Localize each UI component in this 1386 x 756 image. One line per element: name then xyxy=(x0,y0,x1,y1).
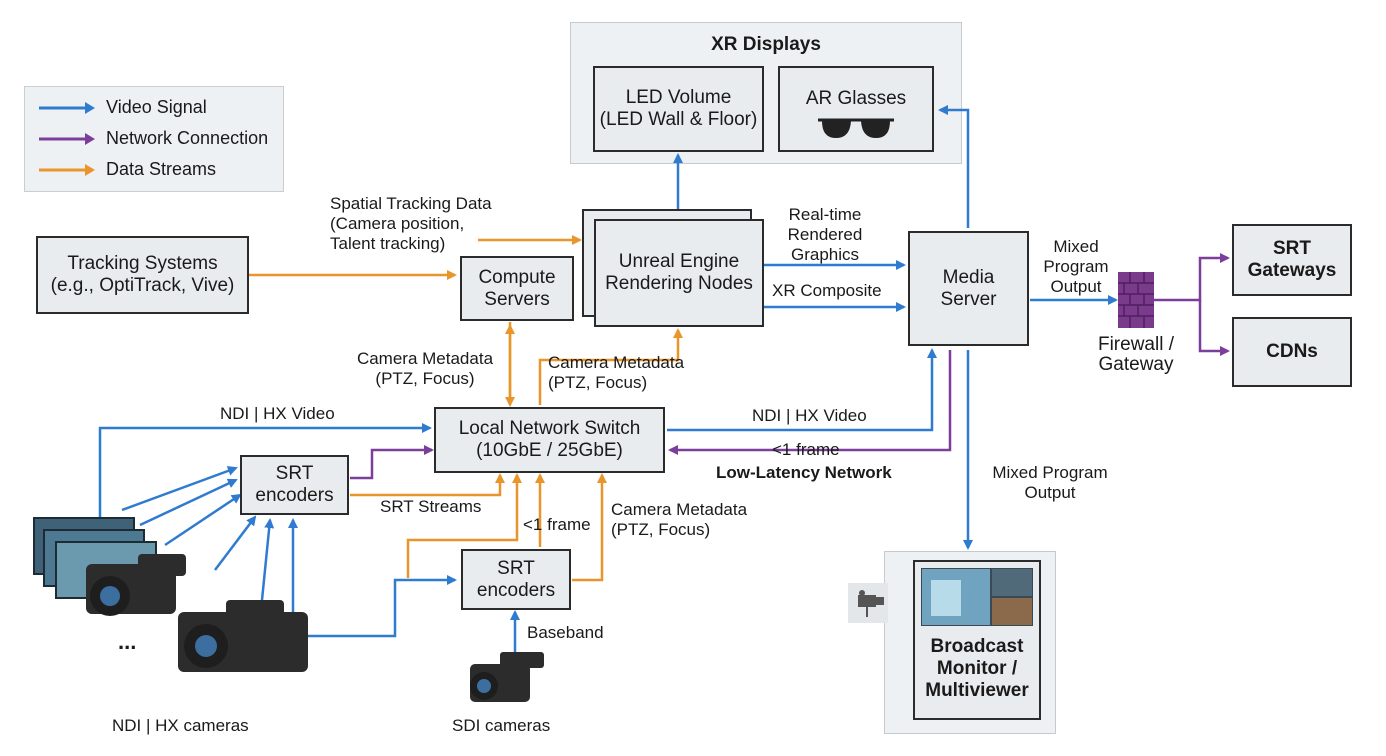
camera-metadata-right-1: Camera Metadata xyxy=(611,500,748,519)
realtime-graphics-label-3: Graphics xyxy=(790,245,860,264)
data-arrow-icon xyxy=(39,164,95,177)
media-server-line2: Server xyxy=(940,288,997,310)
srt-encoders-bottom-line1: SRT xyxy=(497,557,535,579)
srt-gateways-line2: Gateways xyxy=(1247,260,1337,281)
ndi-cameras-label: NDI | HX cameras xyxy=(112,716,249,735)
tracking-systems-line2: (e.g., OptiTrack, Vive) xyxy=(50,275,235,296)
broadcast-monitor-box[interactable]: Broadcast Monitor / Multiviewer xyxy=(913,560,1041,720)
video-arrow-icon xyxy=(39,102,95,115)
sdi-camera-icon xyxy=(470,652,544,702)
legend-network-label: Network Connection xyxy=(106,128,269,148)
compute-servers-line2: Servers xyxy=(484,288,550,310)
media-server-line1: Media xyxy=(942,266,995,288)
baseband-label: Baseband xyxy=(527,623,604,642)
srt-streams-label: SRT Streams xyxy=(380,497,482,516)
legend: Video Signal Network Connection Data Str… xyxy=(24,86,284,192)
camera-metadata-right-2: (PTZ, Focus) xyxy=(611,520,711,539)
mixed-output-bottom-1: Mixed Program xyxy=(992,463,1108,482)
firewall-icon xyxy=(1118,272,1154,328)
camera-metadata-mid-2: (PTZ, Focus) xyxy=(548,373,648,392)
cdns-label: CDNs xyxy=(1266,341,1318,362)
compute-servers-box[interactable]: Compute Servers xyxy=(460,256,574,321)
local-network-switch-box[interactable]: Local Network Switch (10GbE / 25GbE) xyxy=(434,407,665,473)
xr-displays-title: XR Displays xyxy=(711,34,821,55)
srt-gateways-box[interactable]: SRT Gateways xyxy=(1232,224,1352,296)
broadcast-line1: Broadcast xyxy=(930,636,1024,657)
ar-glasses-icon xyxy=(818,118,894,138)
xr-composite-label: XR Composite xyxy=(772,281,882,300)
ndi-cameras-icon xyxy=(33,517,308,672)
srt-encoders-top-box[interactable]: SRT encoders xyxy=(240,455,349,515)
legend-video-label: Video Signal xyxy=(106,97,207,117)
led-volume-line2: (LED Wall & Floor) xyxy=(599,109,758,130)
srt-encoders-top-line2: encoders xyxy=(255,485,334,506)
camera-small-icon xyxy=(848,583,888,623)
switch-line2: (10GbE / 25GbE) xyxy=(476,440,623,461)
firewall-label-line1: Firewall / xyxy=(1097,334,1174,355)
realtime-graphics-label-1: Real-time xyxy=(788,205,862,224)
sdi-cameras-label: SDI cameras xyxy=(452,716,551,735)
srt-gateways-line1: SRT xyxy=(1273,238,1311,259)
mixed-output-top-3: Output xyxy=(1050,277,1102,296)
spatial-tracking-label-1: Spatial Tracking Data xyxy=(330,194,492,213)
one-frame-label: <1 frame xyxy=(772,440,840,459)
legend-network: Network Connection xyxy=(39,126,268,150)
legend-data: Data Streams xyxy=(39,157,216,181)
mixed-output-top-2: Program xyxy=(1043,257,1109,276)
srt-encoders-bottom-box[interactable]: SRT encoders xyxy=(461,549,571,610)
broadcast-line3: Multiviewer xyxy=(925,680,1029,701)
switch-line1: Local Network Switch xyxy=(458,418,641,439)
led-volume-line1: LED Volume xyxy=(625,87,732,108)
network-connection-lines xyxy=(350,253,1230,480)
srt-encoders-top-line1: SRT xyxy=(275,463,314,484)
spatial-tracking-label-2: (Camera position, xyxy=(330,214,465,233)
camera-metadata-left-1: Camera Metadata xyxy=(356,349,494,368)
unreal-engine-rendering-nodes-box[interactable]: Unreal Engine Rendering Nodes xyxy=(594,219,764,327)
camera-metadata-mid-1: Camera Metadata xyxy=(548,353,685,372)
ar-glasses-label: AR Glasses xyxy=(805,88,907,109)
more-cameras-ellipsis: ... xyxy=(118,629,137,654)
video-signal-lines xyxy=(98,105,1118,665)
tracking-systems-box[interactable]: Tracking Systems (e.g., OptiTrack, Vive) xyxy=(36,236,249,314)
low-latency-label: Low-Latency Network xyxy=(716,463,892,482)
led-volume-box[interactable]: LED Volume (LED Wall & Floor) xyxy=(593,66,764,152)
cdns-box[interactable]: CDNs xyxy=(1232,317,1352,387)
multiviewer-screen-icon xyxy=(921,568,1033,626)
srt-encoders-bottom-line2: encoders xyxy=(476,579,556,601)
spatial-tracking-label-3: Talent tracking) xyxy=(330,234,446,253)
tracking-systems-line1: Tracking Systems xyxy=(67,253,218,274)
one-frame-small-label: <1 frame xyxy=(523,515,591,534)
firewall-label-line2: Gateway xyxy=(1098,354,1174,375)
media-server-box[interactable]: Media Server xyxy=(908,231,1029,346)
broadcast-line2: Monitor / xyxy=(936,658,1018,679)
mixed-output-bottom-2: Output xyxy=(1024,483,1076,502)
legend-video: Video Signal xyxy=(39,95,207,119)
ar-glasses-box[interactable]: AR Glasses xyxy=(778,66,934,152)
unreal-engine-line1: Unreal Engine xyxy=(618,251,740,272)
legend-data-label: Data Streams xyxy=(106,159,217,179)
ndi-video-right-label: NDI | HX Video xyxy=(752,406,867,425)
realtime-graphics-label-2: Rendered xyxy=(787,225,863,244)
camera-metadata-left-2: (PTZ, Focus) xyxy=(375,369,475,388)
mixed-output-top-1: Mixed xyxy=(1053,237,1099,256)
data-stream-lines xyxy=(249,235,683,582)
compute-servers-line1: Compute xyxy=(478,266,556,288)
ndi-video-left-label: NDI | HX Video xyxy=(220,404,335,423)
unreal-engine-line2: Rendering Nodes xyxy=(605,273,753,294)
network-arrow-icon xyxy=(39,133,95,146)
